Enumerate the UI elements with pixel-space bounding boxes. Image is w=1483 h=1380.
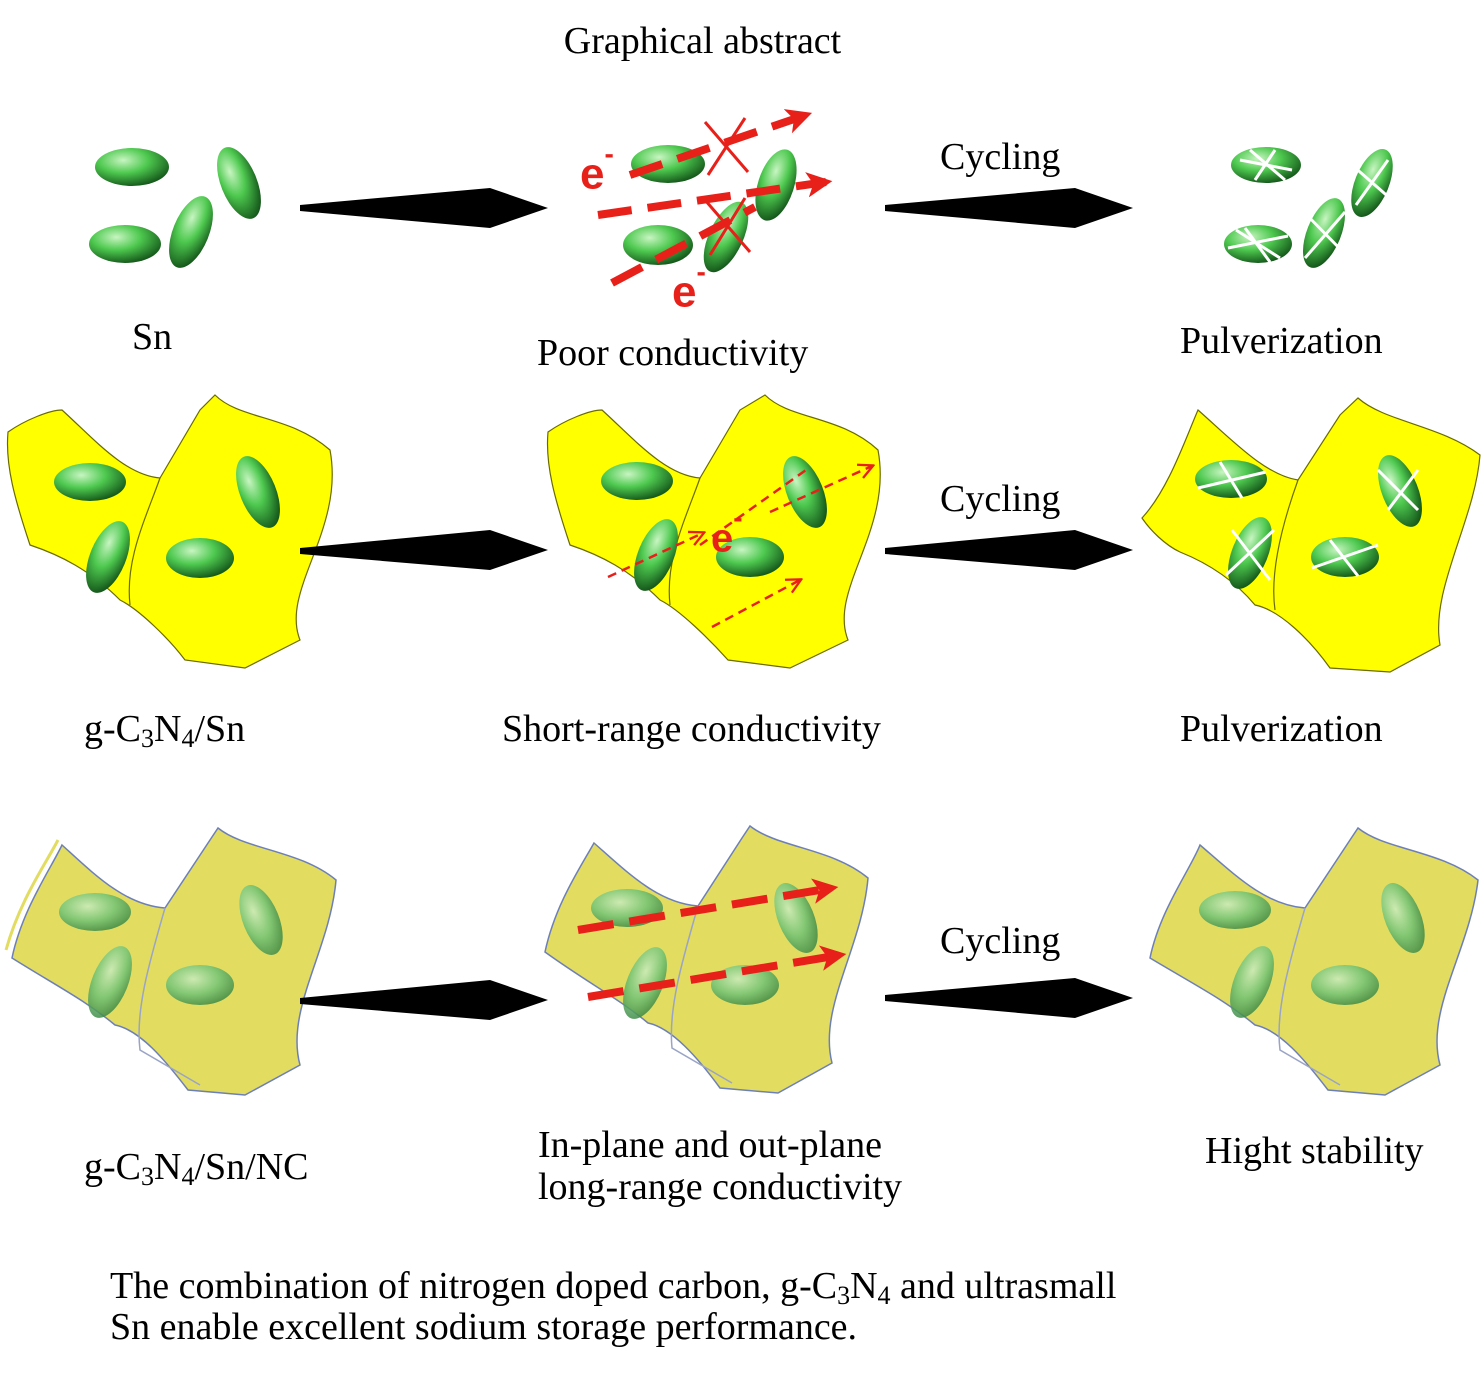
- sn-particle: [59, 893, 131, 931]
- sn-particle: [236, 456, 280, 528]
- row2-result-label: Pulverization: [1180, 708, 1383, 750]
- coated-sheet: [11, 826, 337, 1096]
- arrow-right: [885, 188, 1133, 228]
- sn-particle: [1381, 883, 1425, 953]
- electron-path: [628, 109, 813, 179]
- arrow-right: [300, 188, 548, 228]
- electron-path: [711, 580, 800, 629]
- row1-cycling-label: Cycling: [940, 136, 1061, 178]
- sn-particle: [86, 521, 130, 593]
- electron-label: e-: [711, 502, 743, 561]
- electron-path: [699, 468, 807, 547]
- sn-particle: [54, 463, 126, 501]
- row3-gc3n4-sn-nc: [4, 826, 337, 1096]
- electron-label: e-: [672, 256, 706, 317]
- electron-path: [587, 945, 847, 1001]
- caption-line2: Sn enable excellent sodium storage perfo…: [110, 1306, 858, 1349]
- row3-conductivity-line2: long-range conductivity: [538, 1166, 903, 1208]
- coated-sheet: [1149, 826, 1479, 1096]
- sn-particle: [89, 225, 161, 263]
- sn-particle: [1230, 946, 1274, 1018]
- sn-particle: [774, 883, 818, 953]
- row1-sn-particles: [89, 147, 261, 268]
- row2-gc3n4-sn: [6, 394, 333, 669]
- row3-long-range-conductivity: [544, 824, 869, 1094]
- sn-particle: [601, 462, 673, 500]
- caption: The combination of nitrogen doped carbon…: [110, 1265, 1117, 1349]
- electron-path: [610, 203, 757, 287]
- arrow-right: [300, 530, 548, 570]
- row1-poor-conductivity: [597, 109, 833, 287]
- row1-material-label: Sn: [132, 316, 173, 358]
- yellow-sheet: [6, 394, 333, 669]
- row2-material-label: g-C3N4/Sn: [84, 708, 246, 753]
- sn-particle: [1199, 891, 1271, 929]
- sn-particle: [783, 456, 827, 528]
- sn-particle: [217, 147, 261, 219]
- row3-material-label: g-C3N4/Sn/NC: [84, 1146, 309, 1191]
- sn-particle: [623, 947, 667, 1019]
- electron-path: [769, 466, 872, 514]
- row1-pulverized-particles: [1224, 147, 1393, 268]
- electron-label: e-: [580, 138, 614, 199]
- electron-path: [597, 172, 833, 219]
- sn-particle: [88, 946, 132, 1018]
- sn-particle: [166, 538, 234, 578]
- arrow-right: [885, 530, 1133, 570]
- row2-cycling-label: Cycling: [940, 478, 1061, 520]
- row3-result-label: Hight stability: [1205, 1130, 1424, 1172]
- sn-particle: [623, 225, 693, 265]
- electron-path: [607, 533, 703, 579]
- yellow-sheet: [1141, 397, 1481, 673]
- caption-line1: The combination of nitrogen doped carbon…: [110, 1265, 1117, 1310]
- row3-cycling-label: Cycling: [940, 920, 1061, 962]
- blocked-mark: [703, 117, 752, 256]
- row1-result-label: Pulverization: [1180, 320, 1383, 362]
- arrow-right: [885, 978, 1133, 1018]
- sn-particle: [169, 196, 213, 268]
- sn-particle: [755, 149, 797, 221]
- sn-particle: [716, 537, 784, 577]
- sn-particle: [95, 148, 169, 186]
- sn-particle: [166, 965, 234, 1005]
- row2-short-range-conductivity: [546, 394, 881, 669]
- sn-particle: [711, 965, 779, 1005]
- row2-pulverization: [1141, 397, 1481, 673]
- sn-particle: [703, 201, 749, 273]
- page-title: Graphical abstract: [563, 20, 842, 62]
- arrow-right: [300, 980, 548, 1020]
- sn-particle: [239, 885, 283, 955]
- electron-path: [577, 878, 839, 934]
- row2-conductivity-label: Short-range conductivity: [502, 708, 881, 750]
- row1-conductivity-label: Poor conductivity: [537, 332, 809, 374]
- row3-conductivity-line1: In-plane and out-plane: [538, 1124, 882, 1166]
- row3-high-stability: [1149, 826, 1479, 1096]
- sn-particle: [1311, 965, 1379, 1005]
